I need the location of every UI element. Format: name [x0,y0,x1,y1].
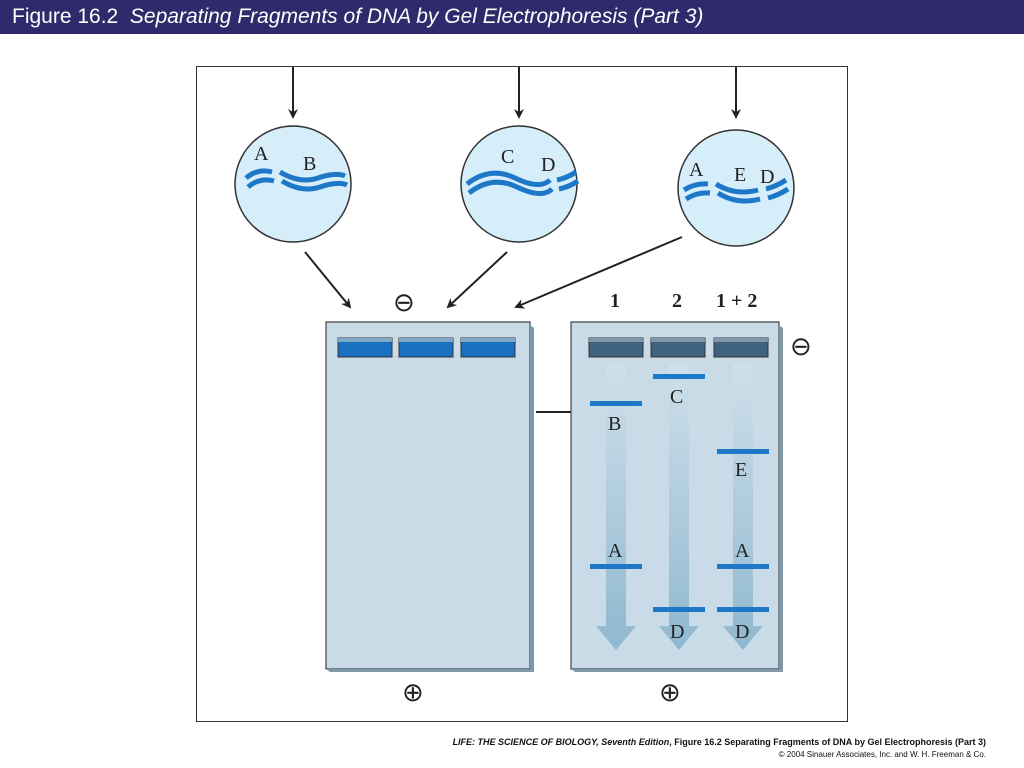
fragment-label-a-mix: A [689,159,704,181]
load-arrow-2 [446,251,508,309]
lane-label-1-plus-2: 1 + 2 [716,290,757,312]
migration-arrow-lane-1 [596,364,636,650]
load-arrow-1 [304,251,352,309]
footer-book-title: LIFE: THE SCIENCE OF BIOLOGY, Seventh Ed… [452,737,670,747]
title-bar: Figure 16.2 Separating Fragments of DNA … [0,0,1024,34]
band-label-lane1-a: A [608,540,623,562]
fragment-label-c: C [501,146,514,168]
gel-before-run [325,321,534,672]
fragment-label-e-mix: E [734,164,746,186]
fragment-label-d-mix: D [760,166,774,188]
figure-title: Separating Fragments of DNA by Gel Elect… [129,5,704,28]
negative-electrode-right: ⊖ [790,332,812,361]
footer-caption: LIFE: THE SCIENCE OF BIOLOGY, Seventh Ed… [453,737,986,747]
fragment-label-b: B [303,153,316,175]
migration-arrow-lane-3 [723,364,763,650]
band-label-lane3-a: A [735,540,750,562]
band-lane3-e [717,449,769,454]
sample-circle-2: C D [460,125,580,243]
positive-electrode-left: ⊕ [402,678,424,707]
band-label-lane1-b: B [608,413,621,435]
positive-electrode-right: ⊕ [659,678,681,707]
lane-label-2: 2 [672,290,682,312]
band-label-lane2-c: C [670,386,683,408]
band-label-lane3-e: E [735,459,747,481]
negative-electrode-left: ⊖ [393,288,415,317]
band-label-lane2-d: D [670,621,684,643]
figure-number: Figure 16.2 [12,5,119,28]
gel-after-run [570,321,783,672]
band-label-lane3-d: D [735,621,749,643]
fragment-label-a: A [254,143,269,165]
migration-arrow-lane-2 [659,364,699,650]
band-lane1-b [590,401,642,406]
fragment-label-d: D [541,154,555,176]
lane-label-1: 1 [610,290,620,312]
sample-circle-3: A E D [677,129,795,247]
band-lane3-d [717,607,769,612]
footer-copyright: © 2004 Sinauer Associates, Inc. and W. H… [778,750,986,759]
sample-circle-1: A B [234,125,352,243]
load-arrow-3 [514,236,683,309]
band-lane2-c [653,374,705,379]
band-lane2-d [653,607,705,612]
footer-figure-caption: , Figure 16.2 Separating Fragments of DN… [669,737,986,747]
slide-title: Figure 16.2 Separating Fragments of DNA … [12,5,703,29]
band-lane1-a [590,564,642,569]
band-lane3-a [717,564,769,569]
